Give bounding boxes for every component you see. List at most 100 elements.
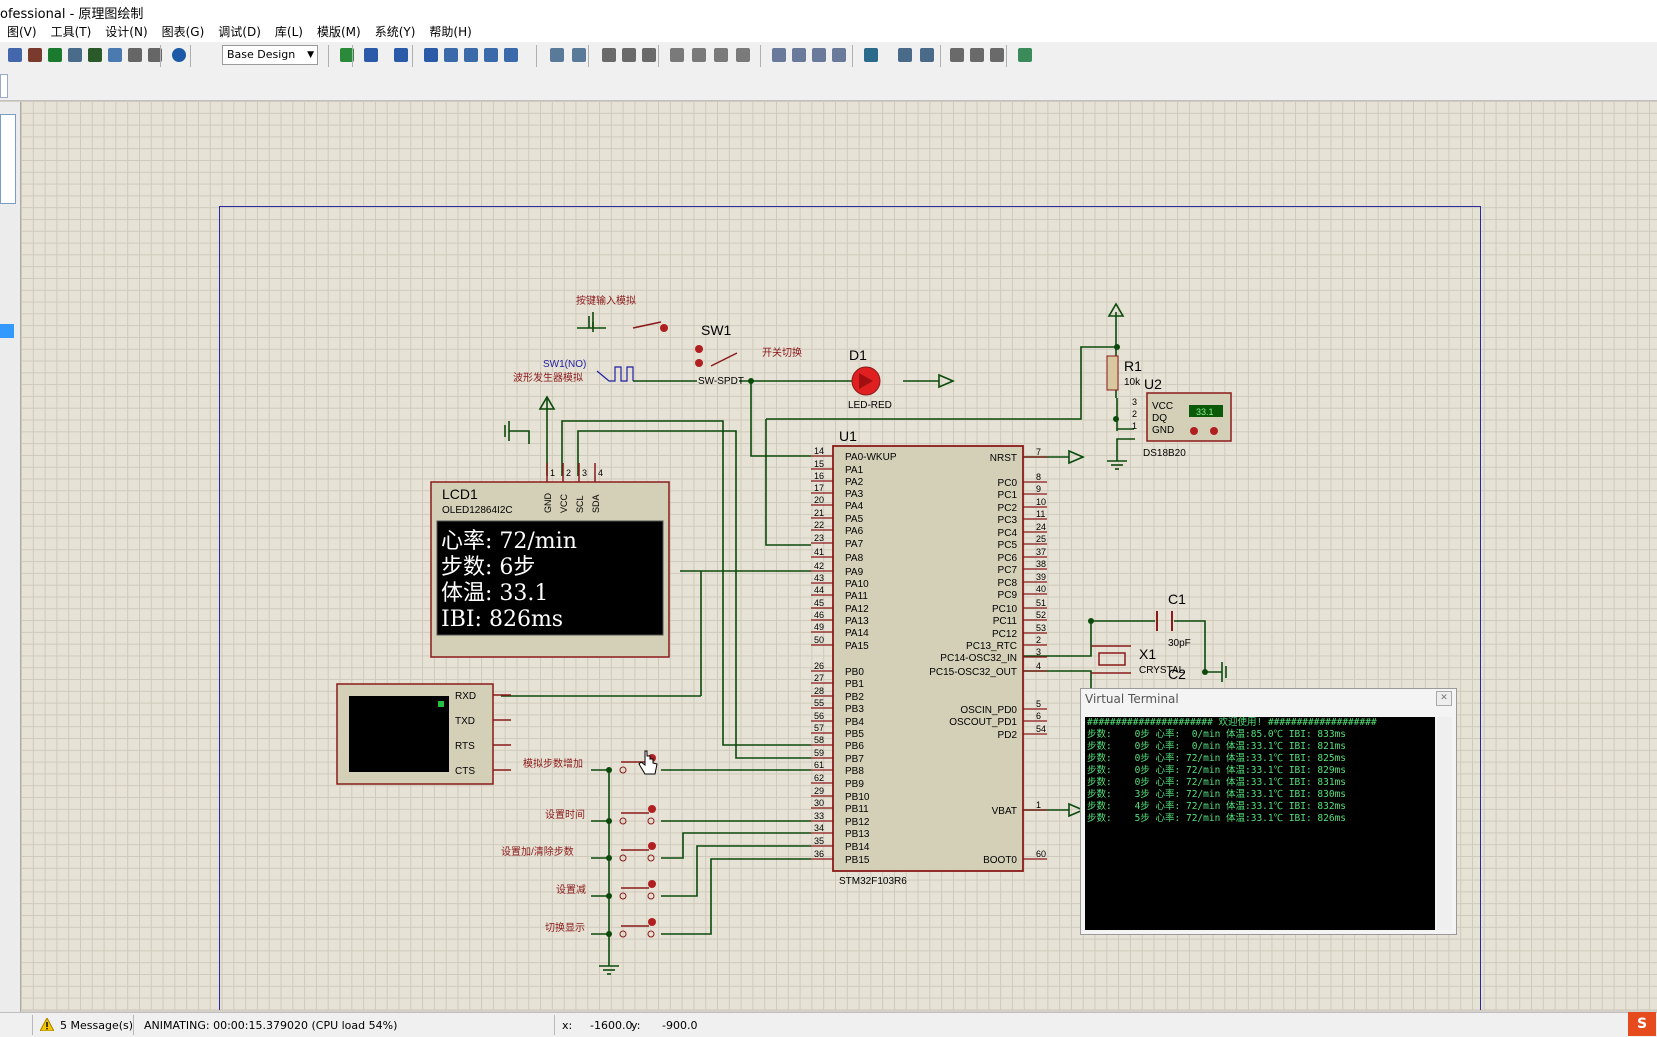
terminal-screen[interactable]: ###################### 欢迎使用! ###########… [1085,717,1435,930]
menu-item-1[interactable]: 工具(T) [50,25,92,39]
wire [1116,438,1135,461]
mcu-pin-label: PA5 [845,514,864,525]
oled-line: 体温: 33.1 [441,581,548,606]
terminal-arrow-icon [938,373,956,389]
zoom-all-icon[interactable] [482,46,500,64]
mcu-pin-number: 29 [814,786,824,796]
virtual-terminal[interactable]: Virtual Terminal ✕ #####################… [1080,688,1457,935]
mcu-pin-number: 57 [814,723,824,733]
crystal-body[interactable] [1098,652,1126,666]
button-contact [647,854,655,862]
pack-icon[interactable] [810,46,828,64]
lcd-pin-number: 2 [566,468,571,478]
message-count[interactable]: 5 Message(s) [60,1019,134,1032]
toolbar-separator [412,45,413,67]
terminal-scrollbar[interactable] [1437,717,1452,930]
decompose-icon[interactable] [830,46,848,64]
menu-item-2[interactable]: 设计(N) [105,25,148,39]
mcu-pin-number: 62 [814,773,824,783]
zoom-area-icon[interactable] [502,46,520,64]
new-sheet-icon[interactable] [948,46,966,64]
document-icon[interactable] [106,46,124,64]
device-selector[interactable] [0,114,16,204]
wire-autoroute-icon[interactable] [862,46,880,64]
undo-icon[interactable] [548,46,566,64]
grid-icon[interactable] [362,46,380,64]
mcu-pin-number: 26 [814,661,824,671]
make-device-icon[interactable] [790,46,808,64]
key-input-label: 按键输入模拟 [576,294,636,307]
block-rotate-icon[interactable] [712,46,730,64]
wire [561,420,811,746]
pushbutton-top[interactable] [632,321,662,329]
close-icon[interactable]: ✕ [1436,691,1452,706]
pick-icon[interactable] [770,46,788,64]
refresh-icon[interactable] [338,46,356,64]
schematic-drawing[interactable]: 按键输入模拟SW1开关切换SW-SPDTSW1(NO)波形发生器模拟D1LED-… [21,101,1657,1010]
mcu-pin-label: PB9 [845,779,864,790]
mcu-body[interactable] [832,445,1024,872]
redo-icon[interactable] [570,46,588,64]
menu-item-6[interactable]: 模版(M) [316,25,361,39]
selected-device[interactable] [0,324,14,338]
button-contact [619,930,627,938]
toolbar-separator [1006,45,1007,67]
export-icon[interactable] [1016,46,1034,64]
mcu-pin-label: PA9 [845,567,864,578]
zoom-in-icon[interactable] [442,46,460,64]
mcu-pin-label: PA11 [845,591,868,602]
block-delete-icon[interactable] [734,46,752,64]
button-label: 模拟步数增加 [523,757,583,770]
terminal-line: 步数: 0步 心率: 72/min 体温:33.1℃ IBI: 831ms [1087,777,1347,788]
cpu-icon[interactable] [86,46,104,64]
netlist-icon[interactable] [126,46,144,64]
block-copy-icon[interactable] [668,46,686,64]
chip-icon[interactable] [26,46,44,64]
d1-type: LED-RED [848,400,892,411]
help-icon[interactable] [170,46,188,64]
zoom-out-icon[interactable] [462,46,480,64]
design-select[interactable]: Base Design▼ [222,45,318,65]
arrow-icon[interactable] [46,46,64,64]
package-icon[interactable] [66,46,84,64]
tab-schematic[interactable] [0,74,8,98]
copy-icon[interactable] [620,46,638,64]
cut-icon[interactable] [600,46,618,64]
bom-icon[interactable] [146,46,164,64]
paste-icon[interactable] [640,46,658,64]
button-contact [647,930,655,938]
mcu-pin-number: 2 [1036,635,1041,645]
mcu-pin-label: PA0-WKUP [845,452,897,463]
ime-icon[interactable]: S [1628,1012,1656,1036]
wire [661,845,811,897]
origin-icon[interactable] [392,46,410,64]
remove-sheet-icon[interactable] [968,46,986,64]
mcu-pin-label: OSCIN_PD0 [960,705,1017,716]
resistor[interactable] [1106,355,1119,391]
u2-button[interactable] [1190,427,1198,435]
generator-label: 波形发生器模拟 [513,371,583,384]
property-icon[interactable] [918,46,936,64]
menu-item-0[interactable]: 图(V) [7,25,37,39]
pan-icon[interactable] [422,46,440,64]
components-icon[interactable] [6,46,24,64]
menu-item-5[interactable]: 库(L) [274,25,303,39]
warning-icon[interactable] [40,1018,54,1031]
wire [1174,620,1222,673]
menu-item-3[interactable]: 图表(G) [161,25,205,39]
menu-item-8[interactable]: 帮助(H) [429,25,472,39]
block-move-icon[interactable] [690,46,708,64]
goto-sheet-icon[interactable] [988,46,1006,64]
menu-item-7[interactable]: 系统(Y) [374,25,416,39]
menu-item-4[interactable]: 调试(D) [218,25,261,39]
spdt-lever[interactable] [710,352,738,367]
mcu-pin-number: 43 [814,573,824,583]
mcu-pin-number: 42 [814,561,824,571]
mcu-pin-label: BOOT0 [983,855,1017,866]
u2-button[interactable] [1210,427,1218,435]
mcu-pin-number: 15 [814,459,824,469]
search-icon[interactable] [896,46,914,64]
terminal-title: Virtual Terminal [1085,692,1179,706]
design-select-value: Base Design [227,48,296,61]
